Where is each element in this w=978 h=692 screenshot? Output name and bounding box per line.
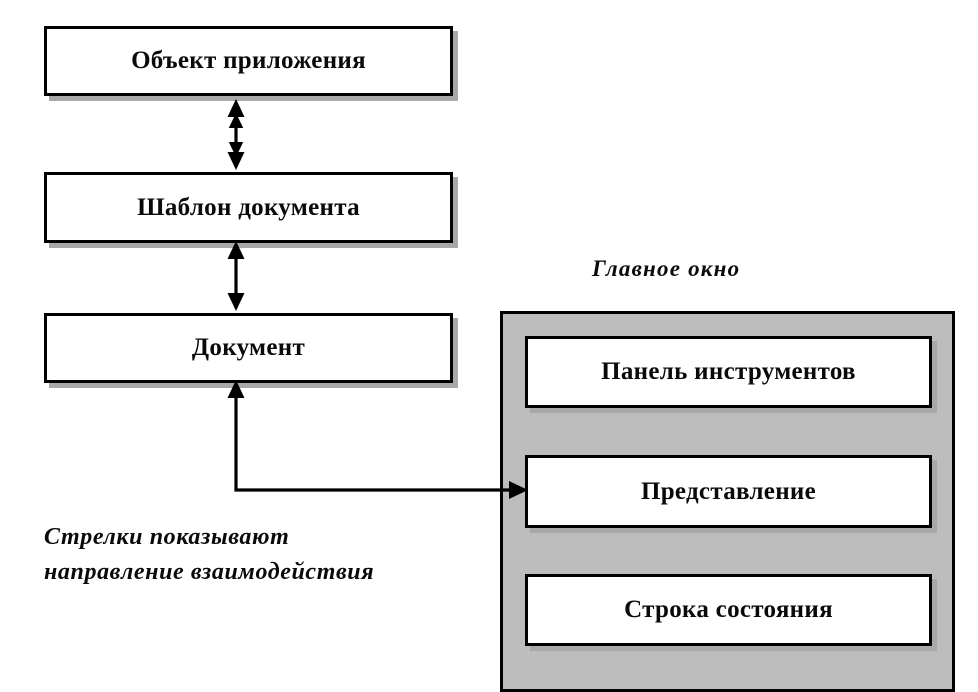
- arrowhead-up: [228, 113, 244, 128]
- arrowhead-up-tip: [227, 99, 245, 117]
- arrows-explanation-note-line2: направление взаимодействия: [44, 558, 375, 585]
- connector-app-object-to-doc-template: [227, 99, 245, 170]
- arrows-explanation-note-line1: Стрелки показывают: [44, 524, 290, 550]
- node-status-bar[interactable]: Строка состояния: [525, 574, 932, 646]
- arrowhead-down-tip: [227, 293, 245, 311]
- node-view[interactable]: Представление: [525, 455, 932, 528]
- node-document-template[interactable]: Шаблон документа: [44, 172, 453, 243]
- connector-document-to-view: [227, 380, 528, 499]
- arrowhead-down: [228, 142, 244, 157]
- node-application-object-label: Объект приложения: [131, 47, 366, 75]
- node-document[interactable]: Документ: [44, 313, 453, 383]
- arrows-explanation-note: Стрелки показывают направление взаимодей…: [44, 520, 474, 590]
- node-document-label: Документ: [191, 334, 306, 362]
- arrowhead-down-tip: [227, 152, 245, 170]
- node-application-object[interactable]: Объект приложения: [44, 26, 453, 96]
- arrowhead-up-tip: [227, 241, 245, 259]
- node-document-template-label: Шаблон документа: [137, 193, 360, 221]
- main-window-caption: Главное окно: [592, 256, 741, 281]
- node-toolbar[interactable]: Панель инструментов: [525, 336, 932, 408]
- node-toolbar-label: Панель инструментов: [601, 358, 856, 386]
- connector-doc-template-to-document: [227, 241, 245, 311]
- node-view-label: Представление: [640, 477, 817, 505]
- node-status-bar-label: Строка состояния: [624, 596, 833, 624]
